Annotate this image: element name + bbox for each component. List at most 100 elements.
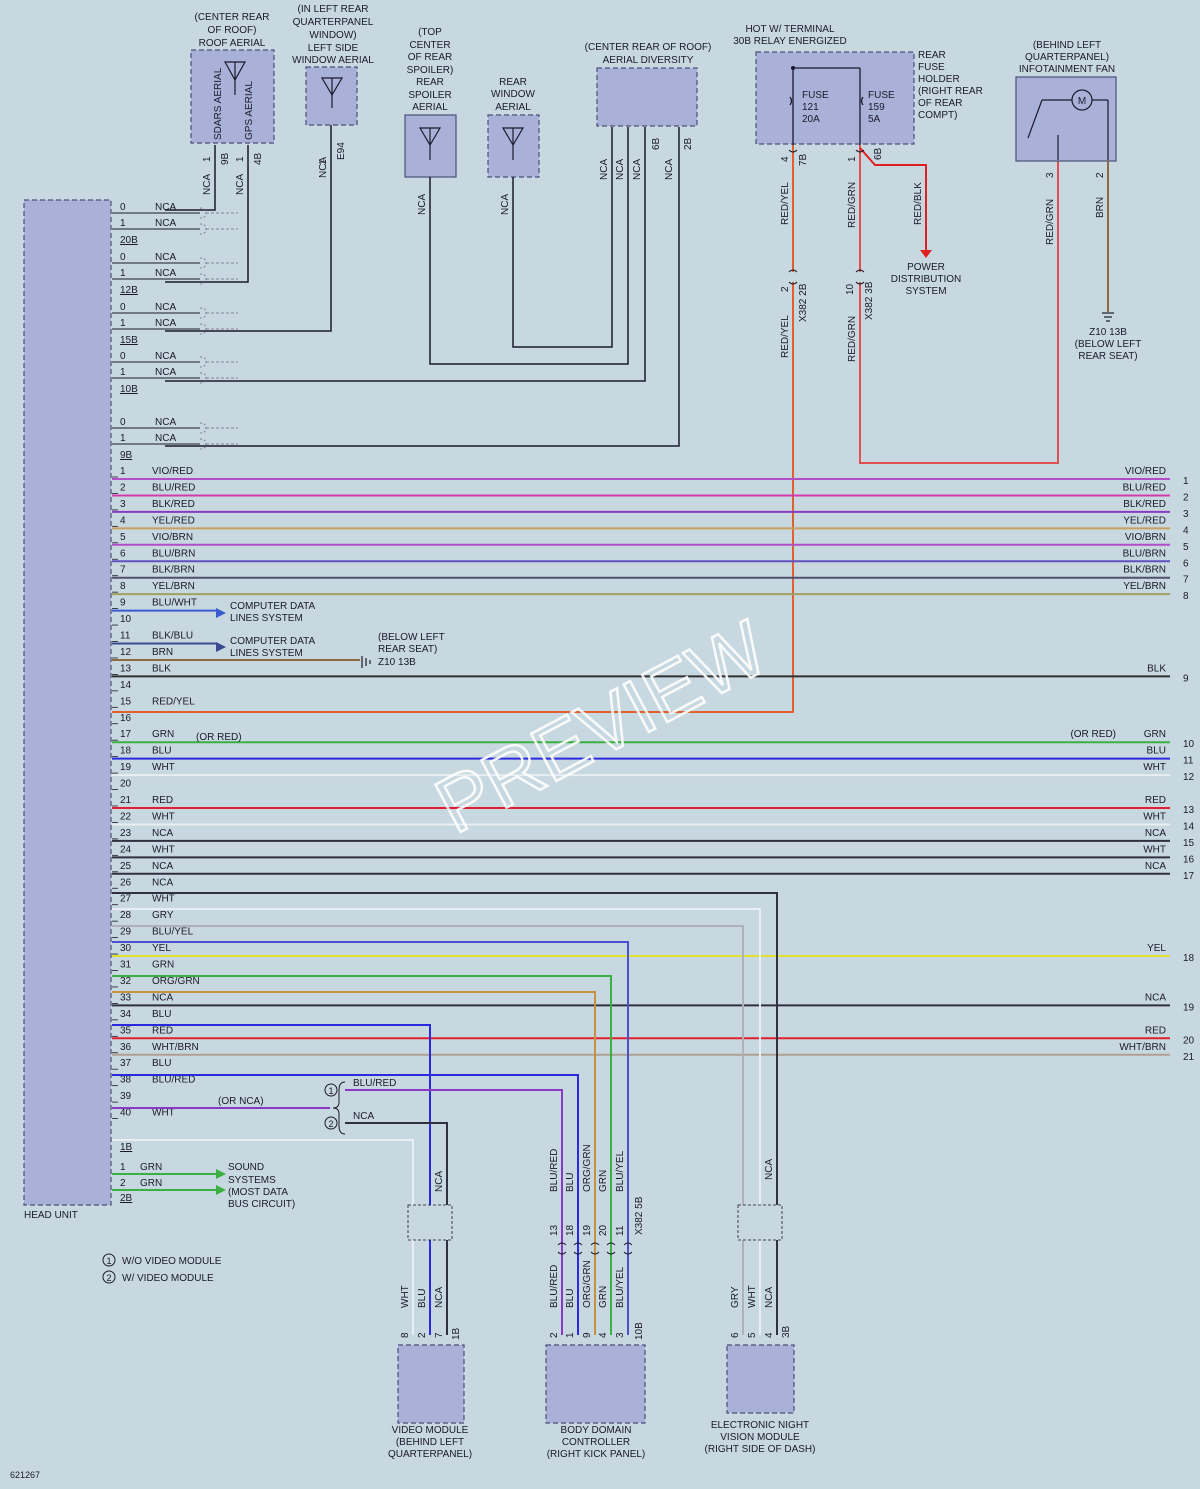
wire-color-label: NCA: [152, 861, 173, 872]
pin-label: 1: [120, 1162, 126, 1173]
wire-ref-number: 1: [1183, 476, 1189, 487]
wire-label: BLU: [565, 1173, 576, 1192]
fuse-title: HOT W/ TERMINAL: [745, 24, 835, 35]
connector-marks: [788, 149, 865, 285]
pin-number: 32: [120, 976, 132, 987]
module-selector: 1 2 BLU/RED NCA (OR NCA): [218, 1078, 396, 1135]
pin-label: 1: [565, 1332, 576, 1338]
wire-label: BLU: [565, 1289, 576, 1308]
pin-label: 4: [764, 1332, 775, 1338]
wire-label: GRN: [140, 1162, 162, 1173]
wire-ref-number: 17: [1183, 871, 1195, 882]
wire-color-label: NCA: [152, 992, 173, 1003]
wire-note: (OR RED): [1070, 729, 1116, 740]
pin-number: 27: [120, 894, 132, 905]
pin-number: 1: [120, 433, 126, 444]
connector-label: 2B: [120, 1193, 133, 1204]
pin-label: 1: [202, 156, 213, 162]
wire-color-label: GRN: [1144, 729, 1166, 740]
legend: 1 W/O VIDEO MODULE 2 W/ VIDEO MODULE: [102, 1253, 222, 1284]
wire-color-label: NCA: [152, 828, 173, 839]
aerial-loc: AERIAL: [495, 102, 531, 113]
fuse-bus: [789, 67, 864, 145]
wire-color-label: BLU: [1147, 746, 1166, 757]
pin-number: 36: [120, 1042, 132, 1053]
wire-label: BLU/YEL: [615, 1150, 626, 1192]
computer-data-label: COMPUTER DATA: [230, 601, 316, 612]
aerial-loc: SPOILER): [407, 65, 454, 76]
connector-mark: [623, 1242, 633, 1255]
pin-number: 38: [120, 1075, 132, 1086]
coax-shield-icon: [199, 356, 207, 368]
pin-number: 18: [120, 746, 132, 757]
sound-label: SYSTEMS: [228, 1175, 276, 1186]
pin-label: 10: [845, 283, 856, 295]
sound-label: (MOST DATA: [228, 1187, 288, 1198]
connector-mark: [573, 1242, 583, 1255]
wire-color-label: BLU/BRN: [1123, 548, 1166, 559]
module-label: (RIGHT KICK PANEL): [547, 1449, 646, 1460]
wire-color-label: RED/YEL: [152, 696, 195, 707]
legend-text: W/O VIDEO MODULE: [122, 1256, 222, 1267]
pin-number: 8: [120, 581, 126, 592]
pin-number: 4: [120, 515, 126, 526]
pin-number: 16: [120, 713, 132, 724]
wire-color-label: WHT: [1143, 762, 1166, 773]
wire-label: NCA: [155, 202, 176, 213]
wire-ref-number: 15: [1183, 838, 1195, 849]
sound-label: BUS CIRCUIT): [228, 1199, 295, 1210]
wire-color-label: RED: [152, 1025, 173, 1036]
pin-number: 5: [120, 532, 126, 543]
roof-aerial-loc1: (CENTER REAR: [194, 12, 269, 23]
wire-label: NCA: [434, 1287, 445, 1308]
wire-label: NCA: [632, 159, 643, 180]
arrow-icon: [920, 250, 932, 258]
wire-label: NCA: [764, 1159, 775, 1180]
pin-number: 24: [120, 844, 132, 855]
pin-label: 1: [235, 156, 246, 162]
pin-number: 1: [120, 367, 126, 378]
wire-label: WHT: [400, 1285, 411, 1308]
fan-box: [1015, 76, 1117, 162]
pin-label: 13: [549, 1224, 560, 1236]
aerial-loc: QUARTERPANEL: [293, 17, 374, 28]
fuse-holder-label: FUSE: [918, 62, 945, 73]
wire-color-label: GRY: [152, 910, 174, 921]
connector-marks: [557, 1242, 633, 1255]
computer-data-label: COMPUTER DATA: [230, 636, 316, 647]
pin-label: 10B: [634, 1322, 645, 1340]
wire-color-label: WHT: [152, 844, 175, 855]
wire-ref-number: 2: [1183, 492, 1189, 503]
pin-label: 2: [1095, 172, 1106, 178]
ground-label: (BELOW LEFT: [378, 632, 445, 643]
aerial-diversity: (CENTER REAR OF ROOF) AERIAL DIVERSITY 6…: [585, 42, 712, 180]
pin-number: 0: [120, 351, 126, 362]
aerial-loc: AERIAL: [412, 102, 448, 113]
roof-aerial-box: [190, 49, 275, 144]
ground-label: Z10 13B: [378, 657, 416, 668]
pin-label: X382 5B: [634, 1196, 645, 1235]
aerial-loc: (IN LEFT REAR: [298, 4, 369, 15]
pin-label: 9: [582, 1332, 593, 1338]
wire-label: NCA: [155, 433, 176, 444]
gps-label: GPS AERIAL: [244, 81, 255, 140]
wire-label: NCA: [417, 194, 428, 215]
wire-color-label: BLU: [152, 1058, 171, 1069]
data-lines-labels: COMPUTER DATA LINES SYSTEM COMPUTER DATA…: [216, 601, 445, 668]
pin-number: 0: [120, 302, 126, 313]
connector-mark: [590, 1242, 600, 1255]
aerial-loc: AERIAL DIVERSITY: [603, 55, 694, 66]
pin-label: 19: [582, 1224, 593, 1236]
connector-outlines: [407, 1204, 783, 1241]
wire-color-label: YEL/RED: [152, 515, 195, 526]
wire-label: RED/GRN: [847, 316, 858, 362]
wire-label: NCA: [500, 194, 511, 215]
wire-label: NCA: [434, 1171, 445, 1192]
motor-icon: M: [1078, 96, 1086, 107]
pin-number: 2: [120, 482, 126, 493]
ground-label: REAR SEAT): [1078, 351, 1137, 362]
pin-number: 3: [120, 499, 126, 510]
wire-color-label: NCA: [152, 877, 173, 888]
pin-number: 17: [120, 729, 132, 740]
pin-label: 5: [747, 1332, 758, 1338]
